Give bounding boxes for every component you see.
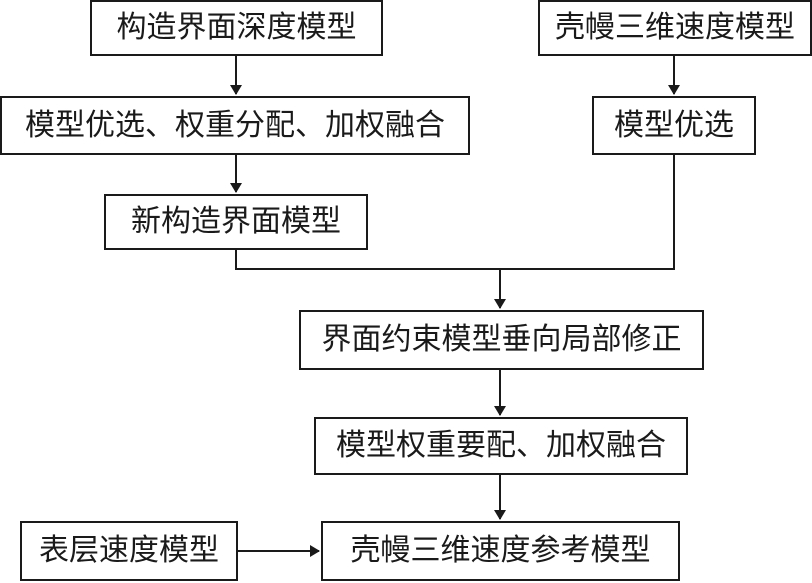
merge-line xyxy=(235,155,675,270)
node-structural-depth-model: 构造界面深度模型 xyxy=(90,0,383,56)
node-surface-velocity-model: 表层速度模型 xyxy=(20,521,238,581)
node-crust-mantle-3d-reference-model: 壳幔三维速度参考模型 xyxy=(321,521,680,581)
node-interface-constrained-vertical-correction: 界面约束模型垂向局部修正 xyxy=(299,310,704,370)
node-model-selection: 模型优选 xyxy=(592,96,756,155)
node-crust-mantle-3d-velocity-model: 壳幔三维速度模型 xyxy=(538,0,812,56)
node-new-structural-interface-model: 新构造界面模型 xyxy=(104,194,368,250)
node-model-weight-fusion: 模型权重要配、加权融合 xyxy=(314,417,688,475)
node-model-selection-weighting-fusion: 模型优选、权重分配、加权融合 xyxy=(0,96,470,155)
